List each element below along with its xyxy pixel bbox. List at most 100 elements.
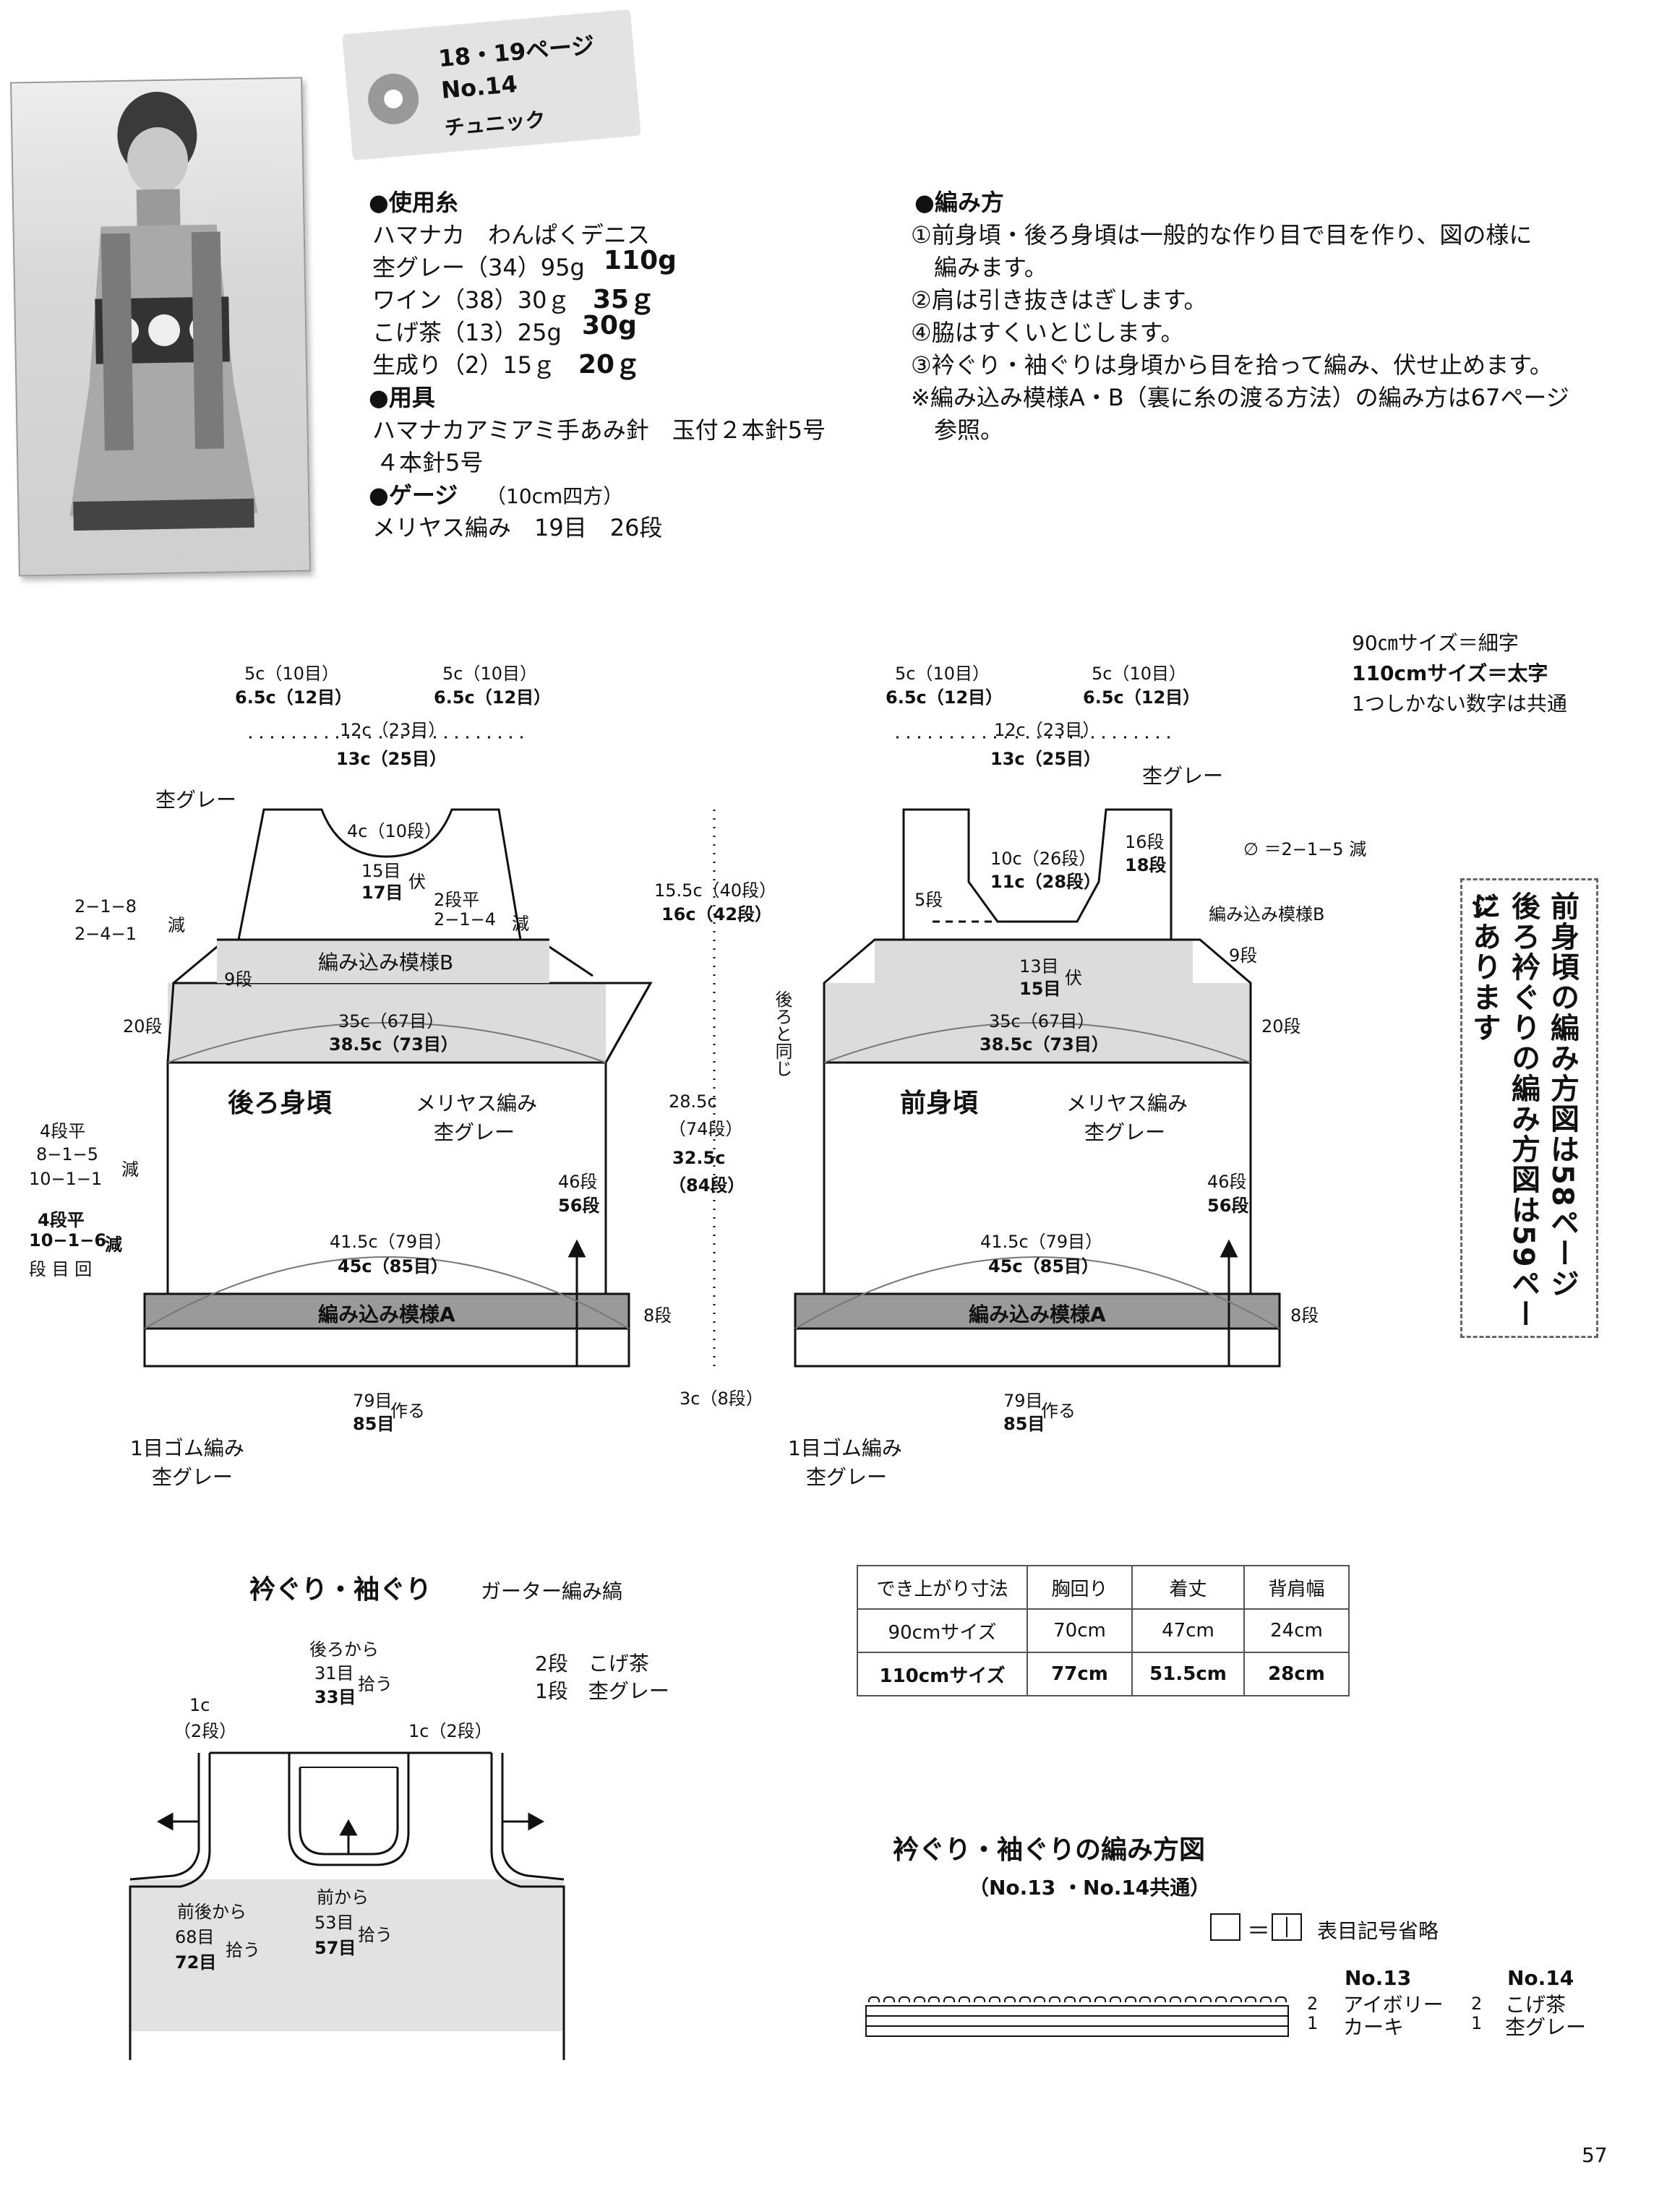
- back-name: 後ろ身頃: [228, 1089, 333, 1118]
- stitch-dot: [1109, 1996, 1121, 2002]
- band-left-2: （2段）: [173, 1721, 237, 1741]
- chart-r2-left: 2: [1307, 1994, 1319, 2014]
- side-note-line2: 後ろ衿ぐりの編み方図は59ページ: [1465, 891, 1540, 1329]
- table-cell: 51.5cm: [1131, 1652, 1245, 1696]
- back-rib: 1目ゴム編み: [130, 1436, 244, 1460]
- center-h2c: 32.5c: [672, 1148, 726, 1168]
- child-photo: [10, 77, 311, 577]
- back-stitch: メリヤス編み: [416, 1091, 538, 1115]
- front-body-shape: [794, 808, 1281, 1368]
- back-rows46: 46段: [558, 1172, 598, 1192]
- front-cast-2: 85目: [1003, 1414, 1045, 1434]
- band-back-1: 後ろから: [309, 1639, 379, 1660]
- band-fb-1: 前後から: [177, 1902, 247, 1922]
- chart-no14-b: 杢グレー: [1505, 2015, 1587, 2039]
- stitch-dot: [913, 1996, 925, 2002]
- back-arm-dec-1: 2−1−8: [74, 896, 137, 917]
- table-cell: 28cm: [1243, 1652, 1350, 1696]
- back-side-b2: 10−1−6: [29, 1230, 107, 1250]
- chart-r1-left: 1: [1307, 2013, 1319, 2033]
- side-note-line1: 前身頃の編み方図は58ページ: [1546, 891, 1579, 1299]
- front-stitch: メリヤス編み: [1066, 1091, 1188, 1115]
- front-cast-label: 作る: [1041, 1401, 1076, 1421]
- chart-no14-a: こげ茶: [1505, 1993, 1567, 2017]
- yarn-name: ハマナカ わんぱくデニス: [372, 221, 651, 249]
- legend-common: 1つしかない数字は共通: [1352, 692, 1567, 716]
- legend-size90: 90㎝サイズ＝細字: [1352, 631, 1519, 655]
- front-neck-st-2: 15目: [1019, 979, 1061, 999]
- front-rows9: 9段: [1229, 945, 1258, 966]
- yarn-line-3: こげ茶（13）25g: [372, 319, 562, 346]
- front-hem-2: 45c（85目）: [988, 1256, 1100, 1277]
- front-top-right-2: 6.5c（12目）: [1083, 687, 1201, 708]
- front-top-right-1: 5c（10目）: [1092, 664, 1187, 684]
- back-cast-1: 79目: [353, 1391, 393, 1411]
- band-title: 衿ぐり・袖ぐり: [249, 1575, 432, 1605]
- yarn-amount-3: 30g: [582, 311, 637, 340]
- gauge-value: メリヤス編み 19目 26段: [372, 514, 663, 541]
- band-fr-1: 前から: [317, 1887, 369, 1908]
- front-cast-1: 79目: [1003, 1391, 1043, 1411]
- front-top-left-2: 6.5c（12目）: [886, 687, 1003, 708]
- stitch-dot: [1124, 1996, 1136, 2002]
- stitch-dot: [1185, 1996, 1196, 2002]
- back-pattern-b: 編み込み模様B: [318, 951, 454, 974]
- side-note-line3: にあります: [1467, 891, 1501, 1043]
- band-stripe-1: 2段 こげ茶: [535, 1652, 649, 1676]
- center-h1: 15.5c（40段）: [654, 880, 777, 901]
- stitch-dot: [1214, 1996, 1227, 2002]
- stitch-dot: [868, 1996, 880, 2002]
- front-rib-color: 杢グレー: [806, 1465, 888, 1489]
- yarn-heading: ●使用糸: [369, 189, 458, 216]
- back-mid-2: 13c（25目）: [336, 749, 447, 769]
- back-side-1: 4段平: [40, 1121, 86, 1141]
- table-header: 着丈: [1131, 1565, 1245, 1610]
- front-name: 前身頃: [900, 1089, 979, 1118]
- back-neck-dec-2: 2−1−4: [434, 909, 497, 930]
- chart-no14: No.14: [1507, 1966, 1574, 1990]
- tag-item: チュニック: [443, 107, 547, 140]
- back-top-left-2: 6.5c（12目）: [235, 687, 353, 708]
- method-line-5: ③衿ぐり・袖ぐりは身頃から目を拾って編み、伏せ止めます。: [911, 351, 1553, 379]
- table-header: 胸回り: [1027, 1565, 1133, 1610]
- back-pattern-a: 編み込み模様A: [318, 1303, 455, 1326]
- photo-illustration: [69, 92, 258, 531]
- stitch-dots: [866, 1995, 1288, 2005]
- stitch-dot: [1199, 1996, 1212, 2002]
- method-line-3: ②肩は引き抜きはぎします。: [911, 286, 1207, 314]
- equals-sign: ＝: [1247, 1917, 1271, 1944]
- center-h1b: 16c（42段）: [661, 904, 773, 924]
- chart-title: 衿ぐり・袖ぐりの編み方図: [893, 1835, 1206, 1865]
- gauge-heading: ●ゲージ: [369, 481, 458, 509]
- back-dec: 減: [512, 914, 529, 934]
- symbol-note: 表目記号省略: [1317, 1919, 1439, 1943]
- stitch-dot: [1260, 1996, 1272, 2002]
- band-fb-pick: 拾う: [226, 1940, 260, 1960]
- tag-pages: 18・19ページ: [437, 31, 596, 73]
- front-hem-1: 41.5c（79目）: [980, 1232, 1103, 1252]
- method-line-6: ※編み込み模様A・B（裏に糸の渡る方法）の編み方は67ページ: [911, 384, 1569, 411]
- stitch-dot: [1079, 1996, 1091, 2002]
- stitch-dot: [1049, 1996, 1061, 2002]
- back-hem-1: 41.5c（79目）: [330, 1232, 453, 1252]
- back-side-b3: 段 目 回: [29, 1259, 93, 1279]
- table-cell: 110cmサイズ: [857, 1652, 1028, 1696]
- table-cell: 77cm: [1027, 1652, 1133, 1696]
- back-neck-st-1: 15目: [361, 861, 401, 881]
- back-top-left-1: 5c（10目）: [244, 664, 340, 684]
- back-color-top: 杢グレー: [155, 788, 237, 812]
- side-note-box: 前身頃の編み方図は58ページ 後ろ衿ぐりの編み方図は59ページ にあります: [1460, 878, 1598, 1338]
- back-hem-2: 45c（85目）: [338, 1256, 449, 1277]
- band-back-2: 31目: [314, 1663, 354, 1683]
- back-rows8: 8段: [643, 1305, 672, 1326]
- back-side-label: 減: [121, 1159, 139, 1180]
- yarn-amount-2: 35ｇ: [593, 285, 656, 314]
- stitch-dot: [1230, 1996, 1242, 2002]
- front-rows16: 16段: [1125, 832, 1165, 852]
- front-top-left-1: 5c（10目）: [895, 664, 990, 684]
- back-chest-2: 38.5c（73目）: [329, 1034, 458, 1055]
- front-rows18: 18段: [1125, 855, 1167, 875]
- yarn-line-2: ワイン（38）30ｇ: [372, 286, 570, 314]
- back-side-b-label: 減: [105, 1235, 122, 1255]
- stitch-chart-shape: [865, 2005, 1289, 2037]
